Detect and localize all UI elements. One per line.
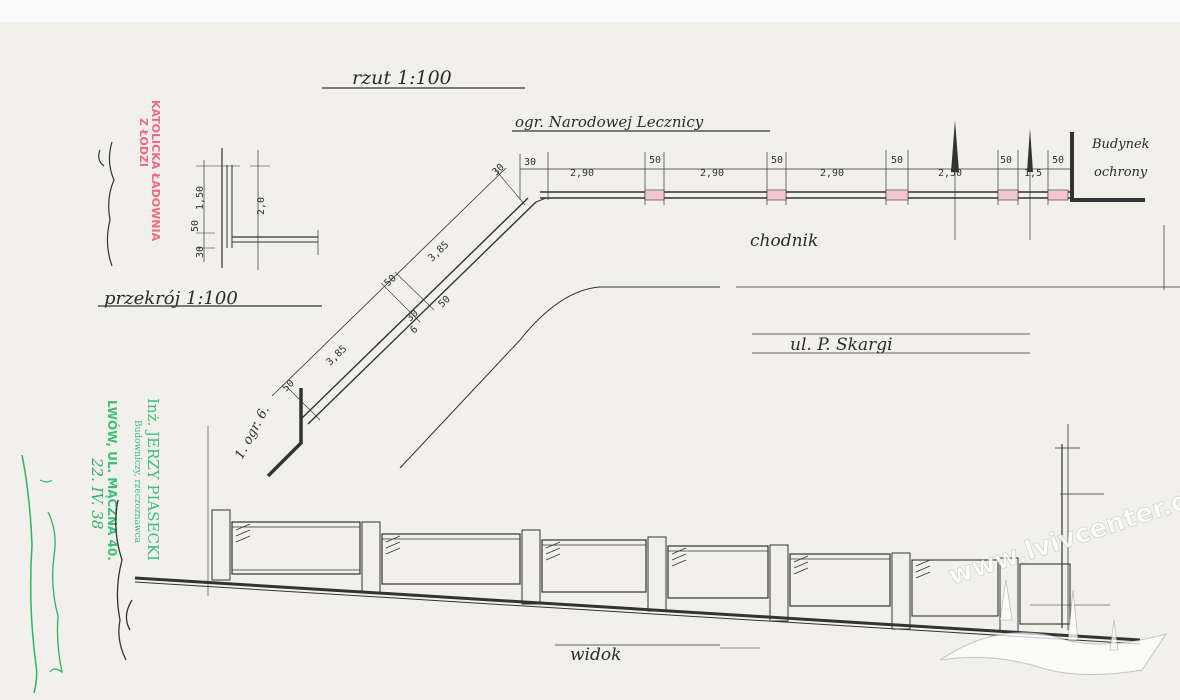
green-stamp: Inż. JERZY PIASECKI Budowniczy, rzeczozn… [88,398,162,561]
red-stamp-line-2: Z ŁODZI [137,118,150,167]
elevation-view [134,424,1141,649]
building-note-line-1: Budynek [1091,137,1150,152]
boundary-note: ogr. Narodowej Lecznicy [515,113,704,131]
corner-note: 1. ogr. 6. [232,404,273,462]
green-stamp-sub: Budowniczy, rzeczoznawca [132,420,142,544]
scan-top-margin [0,0,1180,22]
ground-line [134,576,1141,642]
handwritten-signatures [21,141,133,694]
green-stamp-name: Inż. JERZY PIASECKI [144,398,162,561]
stamp-date: 22. IV. 38 [88,457,106,529]
plan-view [266,87,1180,478]
diag-dim-4: 30 [490,162,506,178]
red-stamp-line-1: KATOLICKA ŁADOWNIA [149,100,162,242]
corner-post [266,388,303,478]
sidewalk-label: chodnik [750,231,818,251]
section-view [98,148,322,307]
watermark-city-icon [939,631,1168,676]
plan-scale-label: rzut 1:100 [352,67,452,89]
building-wall [1070,132,1145,202]
diagonal-fence-inner [307,201,537,425]
section-dim-0: 1,50 [195,186,206,210]
diag-dim-3: 50 [280,378,296,394]
plan-dim-9: 1,5 [1024,168,1042,179]
plan-dim-2: 50 [649,155,661,166]
diag-dim-6: 6 [408,324,420,336]
plan-dim-10: 50 [1052,155,1064,166]
diag-dim-5: 30 [404,308,420,324]
plan-dim-3: 2,90 [700,168,724,179]
red-stamp: KATOLICKA ŁADOWNIA Z ŁODZI [137,100,162,242]
green-stamp-address: LWÓW, UL. MĄCZNA 40. [105,400,120,561]
street-label: ul. P. Skargi [790,335,893,355]
section-dim-3: 30 [195,246,206,258]
elevation-label: widok [570,645,621,665]
watermark: www.lvivcenter.org [939,476,1180,676]
plan-dim-4: 50 [771,155,783,166]
building-note-line-2: ochrony [1094,165,1148,180]
plan-dim-8: 50 [1000,155,1012,166]
section-scale-label: przekrój 1:100 [104,288,238,309]
diag-dim-1: 3,85 [324,344,349,369]
plan-dim-7: 2,50 [938,168,962,179]
section-dim-2: 50 [190,220,201,232]
section-dim-1: 2,0 [256,197,267,215]
diagonal-fence-outer [299,197,529,421]
plan-dim-6: 50 [891,155,903,166]
plan-dim-1: 2,90 [570,168,594,179]
plan-dim-5: 2,90 [820,168,844,179]
diag-dim-0: 3,85 [426,240,451,265]
street-curb [399,286,720,469]
plan-dim-0: 30 [524,157,536,168]
